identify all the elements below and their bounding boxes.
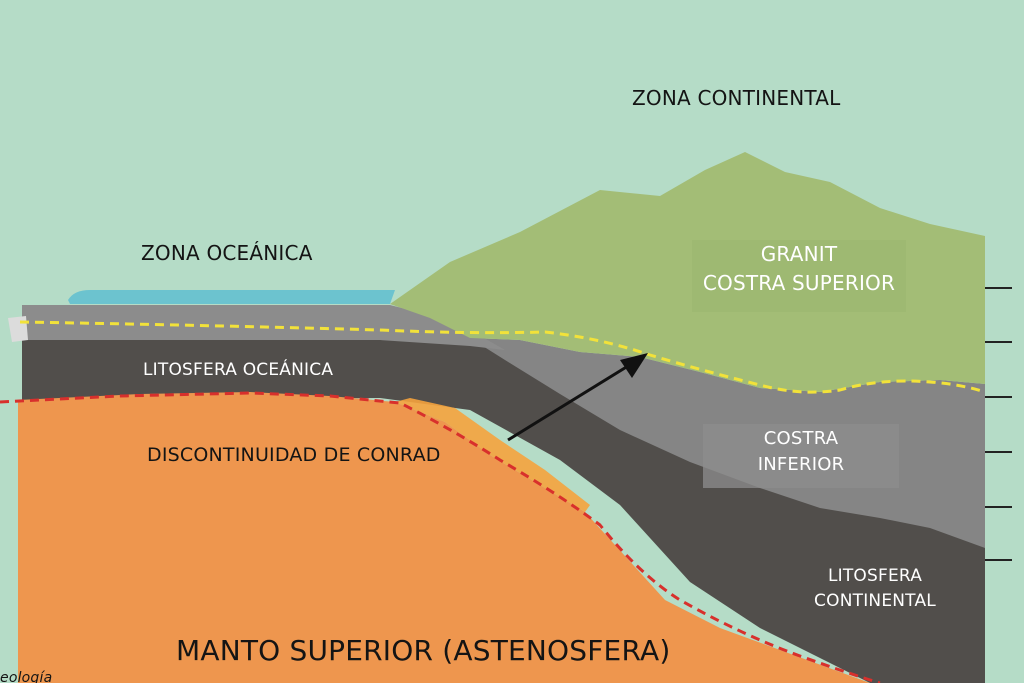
lower-crust-label-backdrop <box>703 424 899 488</box>
lower-crust-line1: COSTRA <box>763 428 839 449</box>
conrad-discontinuity-label: DISCONTINUIDAD DE CONRAD <box>147 444 441 466</box>
lower-crust-line2: INFERIOR <box>757 454 845 476</box>
arrow-head <box>620 353 648 378</box>
lower-crust-label: COSTRA INFERIOR <box>703 426 899 478</box>
conrad-discontinuity-line <box>19 320 986 394</box>
depth-scale <box>985 287 1012 561</box>
continental-lithosphere-line2: CONTINENTAL <box>814 590 936 611</box>
granite-label-line2: COSTRA SUPERIOR <box>702 271 896 295</box>
ocean-water <box>68 290 395 304</box>
continental-zone-label: ZONA CONTINENTAL <box>632 86 841 110</box>
moho-line <box>0 391 881 683</box>
granite-label-line1: GRANIT <box>760 242 838 266</box>
upper-mantle-label: MANTO SUPERIOR (ASTENOSFERA) <box>176 634 671 667</box>
oceanic-lithosphere-label: LITOSFERA OCEÁNICA <box>143 360 334 380</box>
continental-lithosphere-line1: LITOSFERA <box>827 566 923 586</box>
watermark-text: eología <box>0 670 53 683</box>
continental-lithosphere-label: LITOSFERA CONTINENTAL <box>790 564 960 613</box>
granite-label-backdrop <box>692 240 906 312</box>
conrad-pointer-arrow <box>507 353 648 442</box>
oceanic-zone-label: ZONA OCEÁNICA <box>141 241 313 265</box>
upper-mantle-layer <box>18 392 870 683</box>
granite-upper-crust-label: GRANIT COSTRA SUPERIOR <box>692 240 906 298</box>
arrow-shaft <box>507 364 629 442</box>
